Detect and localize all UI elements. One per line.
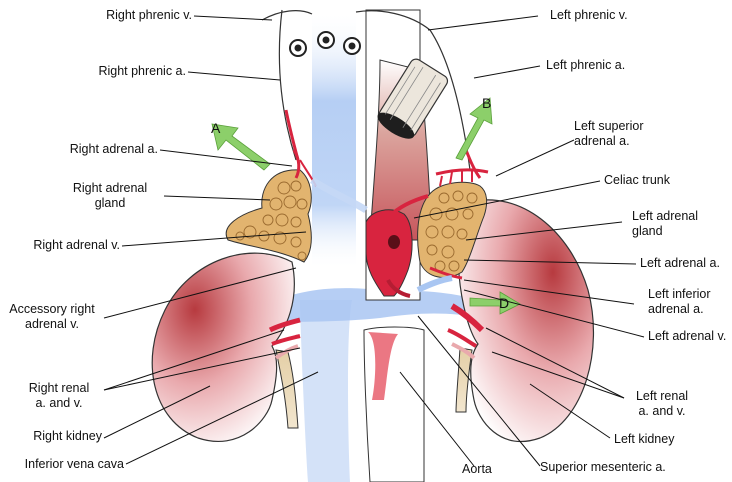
- label-left-kidney: Left kidney: [614, 432, 675, 446]
- label-left-inferior-adrenal-a: Left inferior adrenal a.: [648, 287, 711, 316]
- celiac-opening: [388, 235, 400, 249]
- right-phrenic-artery: [278, 9, 297, 161]
- left-kidney: [457, 199, 595, 443]
- label-left-phrenic-a: Left phrenic a.: [546, 58, 626, 72]
- left-renal-vessels: [447, 303, 485, 360]
- celiac-trunk: [365, 209, 413, 297]
- arrow-a: [211, 123, 271, 171]
- left-phrenic-artery-red: [464, 149, 482, 179]
- arrow-b: [455, 97, 493, 161]
- inferior-vena-cava-shape: [312, 10, 356, 270]
- left-adrenal-vein-link: [416, 275, 453, 293]
- label-right-kidney: Right kidney: [33, 429, 102, 443]
- right-kidney: [151, 252, 295, 443]
- vena-cava-body: [300, 300, 352, 482]
- label-left-adrenal-v: Left adrenal v.: [648, 329, 727, 343]
- right-adrenal-vein: [310, 177, 368, 213]
- label-left-phrenic-v: Left phrenic v.: [550, 8, 628, 22]
- right-ureter: [275, 349, 299, 429]
- label-left-adrenal-gland: Left adrenal gland: [632, 209, 699, 238]
- left-adrenal-lobules: [425, 190, 478, 272]
- label-aorta: Aorta: [462, 462, 492, 476]
- celiac-branch: [388, 194, 429, 218]
- left-ureter: [455, 347, 473, 413]
- label-right-adrenal-gland: Right adrenal gland: [72, 181, 148, 210]
- label-right-phrenic-v: Right phrenic v.: [106, 8, 192, 22]
- renal-veins-blue: [262, 288, 482, 322]
- right-phrenic-vein: [261, 10, 313, 21]
- label-left-superior-adrenal-a: Left superior adrenal a.: [574, 119, 644, 148]
- right-adrenal-gland: [225, 169, 312, 263]
- aorta-lower: [363, 326, 425, 482]
- right-adrenal-lobules: [235, 180, 308, 261]
- arrow-d: [469, 291, 521, 315]
- label-superior-mesenteric-a: Superior mesenteric a.: [540, 460, 666, 474]
- label-right-renal-av: Right renal a. and v.: [28, 381, 90, 410]
- label-left-renal-av: Left renal a. and v.: [635, 389, 689, 418]
- arrow-letter-a: A: [211, 120, 221, 136]
- label-inferior-vena-cava: Inferior vena cava: [24, 457, 124, 471]
- esophagus: [377, 58, 449, 139]
- label-right-adrenal-a: Right adrenal a.: [69, 142, 158, 156]
- label-left-adrenal-a: Left adrenal a.: [640, 256, 720, 270]
- label-right-phrenic-a: Right phrenic a.: [98, 64, 186, 78]
- left-phrenic-vein: [355, 10, 431, 31]
- arrow-letter-d: D: [499, 295, 510, 311]
- label-accessory-right-adrenal-v: Accessory right adrenal v.: [9, 302, 95, 331]
- vessel-openings: [289, 31, 361, 57]
- arrow-letter-b: B: [482, 95, 492, 111]
- sma-origin: [386, 279, 411, 298]
- label-right-adrenal-v: Right adrenal v.: [33, 238, 120, 252]
- leader-lines: [103, 15, 645, 467]
- aorta-red-tint: [368, 332, 398, 400]
- label-celiac-trunk: Celiac trunk: [604, 173, 670, 187]
